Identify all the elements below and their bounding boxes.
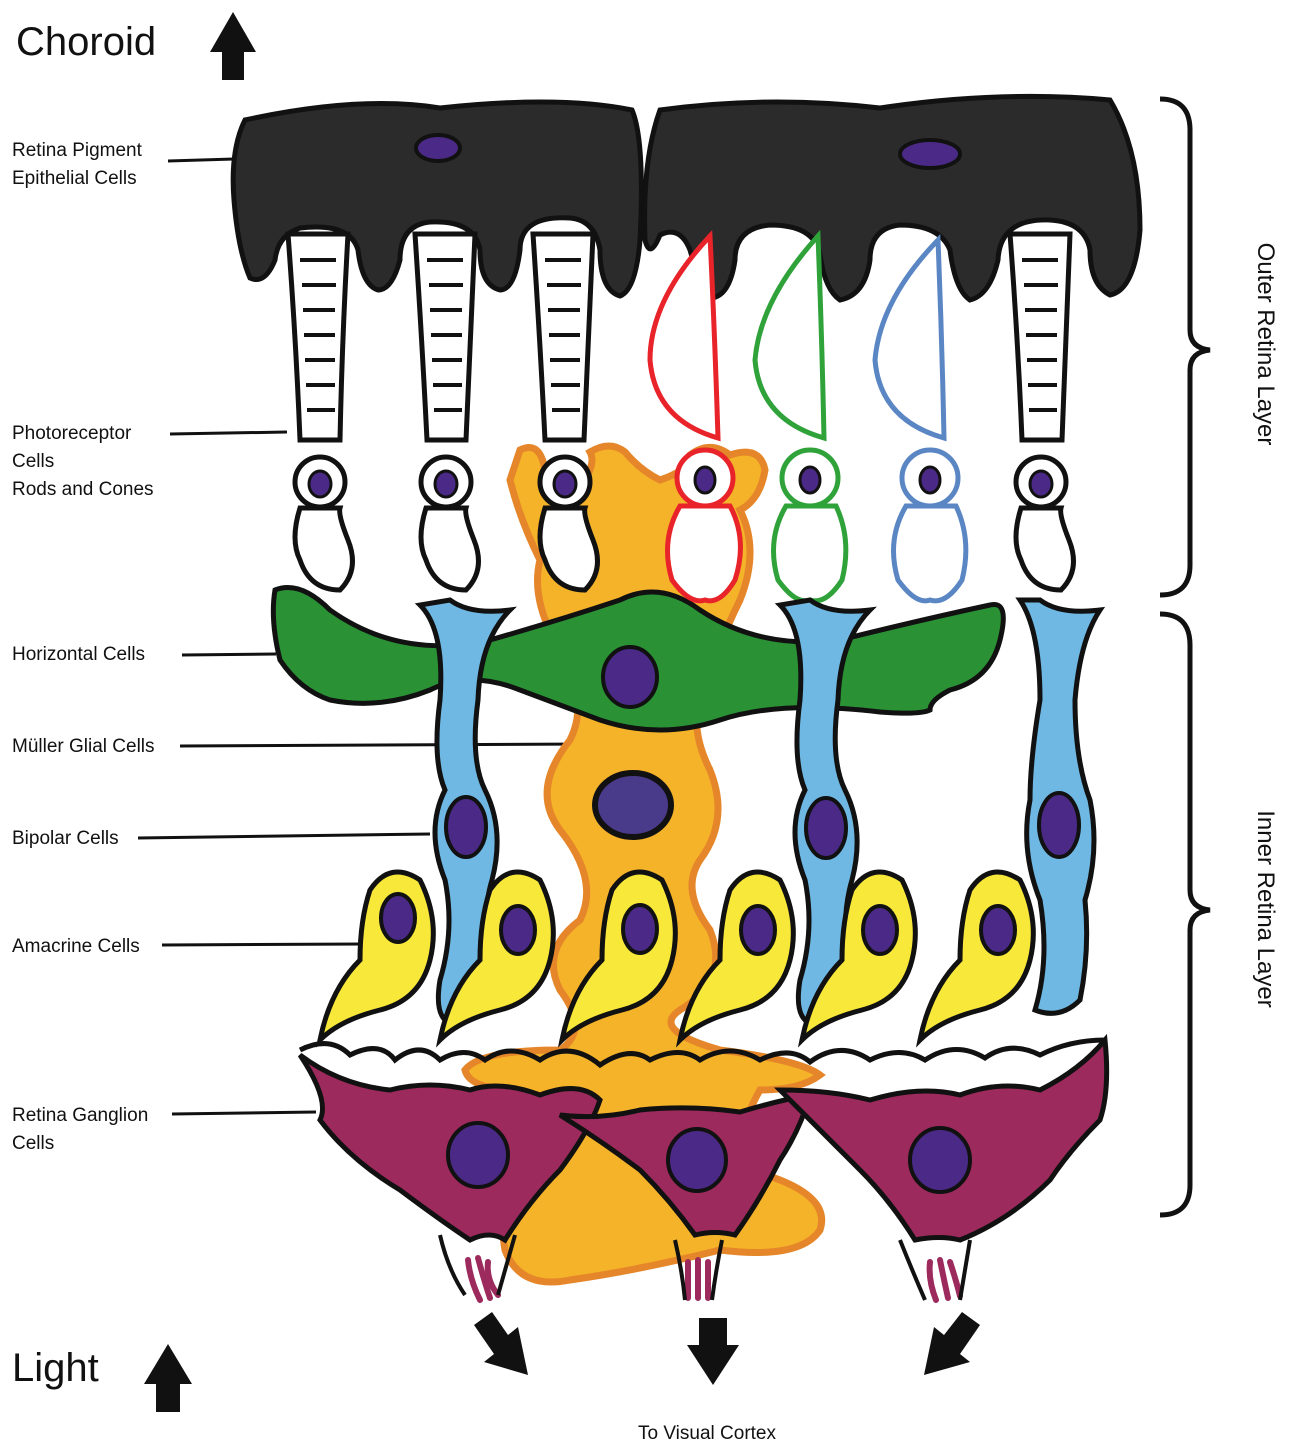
down-arrow-icon — [687, 1318, 739, 1385]
horizontal-leader-line — [182, 654, 276, 655]
down-right-arrow-icon — [474, 1312, 528, 1375]
outer-layer-brace — [1160, 99, 1210, 595]
bipolar-leader-line — [138, 834, 430, 838]
rpe-nucleus — [900, 140, 960, 168]
muller-leader-line — [180, 744, 587, 746]
horizontal-nucleus — [603, 647, 657, 707]
muller-nucleus — [595, 773, 671, 837]
rpe-leader-line — [168, 159, 234, 161]
amacrine-leader-line — [162, 944, 364, 945]
down-left-arrow-icon — [924, 1312, 980, 1375]
inner-layer-brace — [1160, 614, 1210, 1215]
up-arrow-icon — [210, 12, 256, 80]
up-arrow-icon — [144, 1344, 192, 1412]
photoreceptor-leader-line — [170, 432, 287, 434]
ganglion-leader-line — [172, 1112, 316, 1114]
bipolar-nucleus — [446, 793, 1079, 858]
cone-blue — [875, 240, 966, 601]
rpe-nucleus — [416, 135, 460, 161]
